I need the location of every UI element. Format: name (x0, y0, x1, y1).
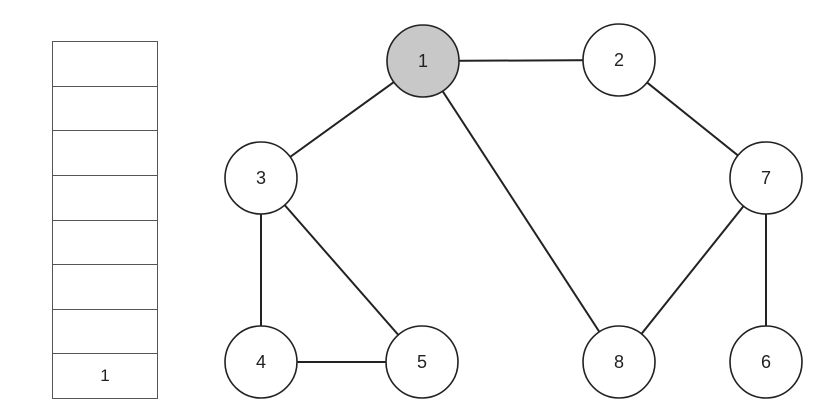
node-circle-8 (582, 325, 656, 399)
stack-cell-6 (53, 264, 157, 309)
node-circle-2 (582, 23, 656, 97)
stack-cell-3 (53, 130, 157, 175)
stack-cell-8: 1 (53, 353, 157, 398)
graph-node-1: 1 (386, 24, 460, 98)
stack-cell-7 (53, 308, 157, 354)
stack-cell-4 (53, 174, 157, 220)
edge-7-8 (618, 177, 767, 363)
node-circle-7 (729, 141, 803, 215)
node-circle-5 (385, 325, 459, 399)
node-label-6: 6 (761, 352, 771, 372)
stack-cell-2 (53, 85, 157, 131)
graph-node-8: 8 (582, 325, 656, 399)
node-circle-6 (729, 325, 803, 399)
node-label-4: 4 (256, 352, 266, 372)
node-label-2: 2 (614, 50, 624, 70)
graph-nodes: 1 2 3 4 5 6 7 8 (224, 23, 803, 399)
node-circle-1 (386, 24, 460, 98)
node-label-7: 7 (761, 168, 771, 188)
edge-3-5 (260, 177, 423, 363)
graph-node-3: 3 (224, 141, 298, 215)
node-circle-3 (224, 141, 298, 215)
stack-container: 1 (52, 41, 158, 399)
node-label-5: 5 (417, 352, 427, 372)
stack-cell-5 (53, 219, 157, 265)
node-label-3: 3 (256, 168, 266, 188)
node-circle-4 (224, 325, 298, 399)
edge-1-8 (422, 60, 620, 363)
graph-node-4: 4 (224, 325, 298, 399)
graph-node-5: 5 (385, 325, 459, 399)
node-label-8: 8 (614, 352, 624, 372)
graph-node-7: 7 (729, 141, 803, 215)
graph-node-2: 2 (582, 23, 656, 97)
graph-node-6: 6 (729, 325, 803, 399)
graph-edges (260, 59, 767, 363)
node-label-1: 1 (418, 51, 428, 71)
